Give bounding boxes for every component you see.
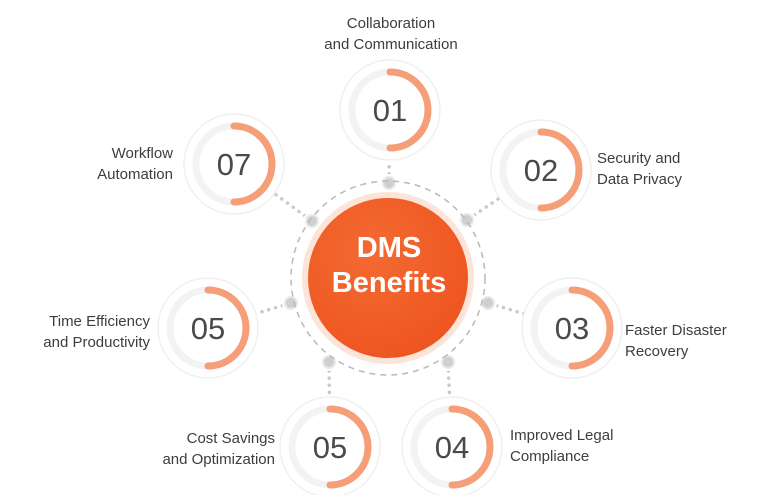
- benefit-label-03: Faster Disaster Recovery: [625, 322, 727, 360]
- node-number-02: 02: [524, 153, 558, 188]
- benefit-label-04: Improved Legal Compliance: [510, 427, 614, 465]
- node-core: [421, 416, 483, 478]
- benefit-node-04: 04: [401, 396, 503, 495]
- benefit-node-03: 03: [521, 277, 623, 379]
- node-number-07: 07: [217, 147, 251, 182]
- benefit-label-01: Collaboration and Communication: [324, 15, 458, 53]
- node-core: [299, 416, 361, 478]
- node-ring-accent: [326, 405, 372, 489]
- connector-dot-core-01: [384, 178, 394, 188]
- connector-dot-core-05: [324, 357, 334, 367]
- node-core: [541, 297, 603, 359]
- connector-02: [472, 196, 502, 217]
- node-ring-accent: [448, 405, 494, 489]
- center-title-line1: DMS: [356, 232, 422, 264]
- connector-03: [494, 303, 526, 316]
- center-title: DMS Benefits: [303, 231, 475, 301]
- center-circle: [308, 198, 468, 358]
- center-dashed-ring: [290, 180, 486, 376]
- node-number-05: 05: [313, 430, 347, 465]
- benefit-node-01: 01: [339, 59, 441, 161]
- connector-dot-core-03: [483, 298, 493, 308]
- benefit-label-05: Cost Savings and Optimization: [162, 430, 275, 468]
- benefit-label-02: Security and Data Privacy: [597, 150, 683, 188]
- node-core: [359, 79, 421, 141]
- node-ring-accent: [386, 68, 432, 152]
- benefit-node-06: 05: [157, 277, 259, 379]
- connector-dot-core-07: [307, 216, 317, 226]
- node-ring-accent: [204, 286, 250, 370]
- node-number-01: 01: [373, 93, 407, 128]
- node-number-03: 03: [555, 311, 589, 346]
- center-title-line2: Benefits: [331, 267, 447, 299]
- node-number-06: 05: [191, 311, 225, 346]
- connector-07: [272, 191, 307, 218]
- node-ring-accent: [537, 128, 583, 212]
- connector-04: [446, 369, 452, 399]
- node-ring-accent: [568, 286, 614, 370]
- connector-dot-core-04: [443, 357, 453, 367]
- node-core: [177, 297, 239, 359]
- node-number-04: 04: [435, 430, 469, 465]
- node-ring-accent: [230, 122, 276, 206]
- benefit-label-07: Workflow Automation: [97, 145, 173, 183]
- benefit-node-05: 05: [279, 396, 381, 495]
- node-core: [203, 133, 265, 195]
- connector-dot-core-06: [286, 298, 296, 308]
- connector-06: [254, 303, 285, 316]
- benefit-label-06: Time Efficiency and Productivity: [43, 313, 150, 351]
- node-core: [510, 139, 572, 201]
- benefit-node-02: 02: [490, 119, 592, 221]
- benefit-node-07: 07: [183, 113, 285, 215]
